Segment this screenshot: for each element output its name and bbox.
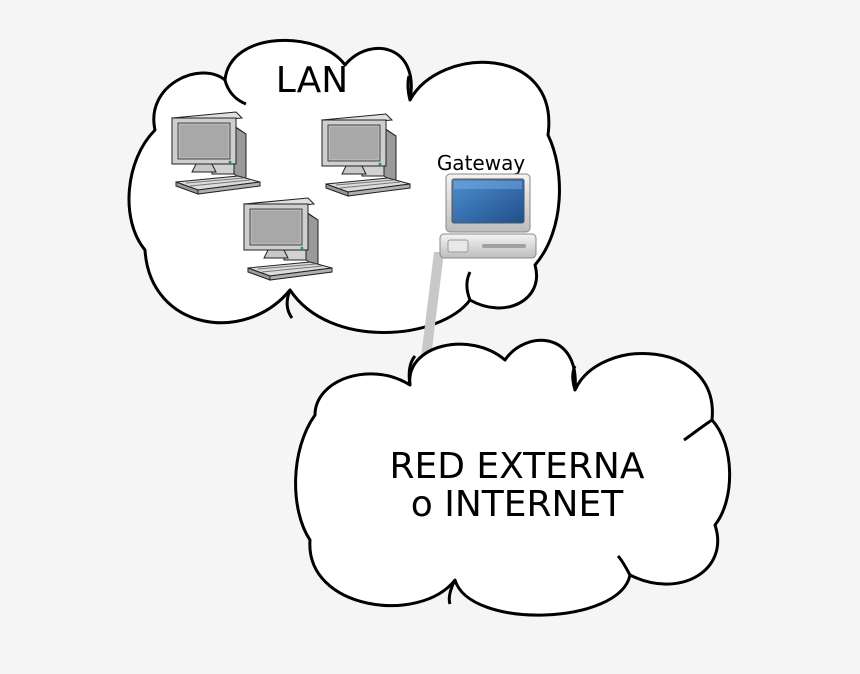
gateway-link bbox=[418, 252, 444, 382]
external-cloud-crease bbox=[683, 418, 713, 442]
lan-cloud-crease bbox=[223, 79, 247, 106]
external-cloud-crease bbox=[407, 355, 417, 386]
external-network-label-line2: o INTERNET bbox=[411, 484, 624, 525]
external-cloud bbox=[294, 338, 732, 617]
external-network-label-line1: RED EXTERNA bbox=[389, 446, 644, 487]
lan-cloud-crease bbox=[465, 271, 472, 301]
external-cloud-crease bbox=[571, 365, 577, 391]
gateway-label: Gateway bbox=[437, 151, 526, 175]
gateway-computer-icon bbox=[439, 173, 537, 259]
external-cloud-crease bbox=[447, 579, 457, 605]
lan-cloud-crease bbox=[406, 75, 412, 101]
lan-cloud-crease bbox=[285, 289, 294, 319]
lan-label: LAN bbox=[276, 60, 348, 101]
external-cloud-crease bbox=[616, 554, 632, 576]
